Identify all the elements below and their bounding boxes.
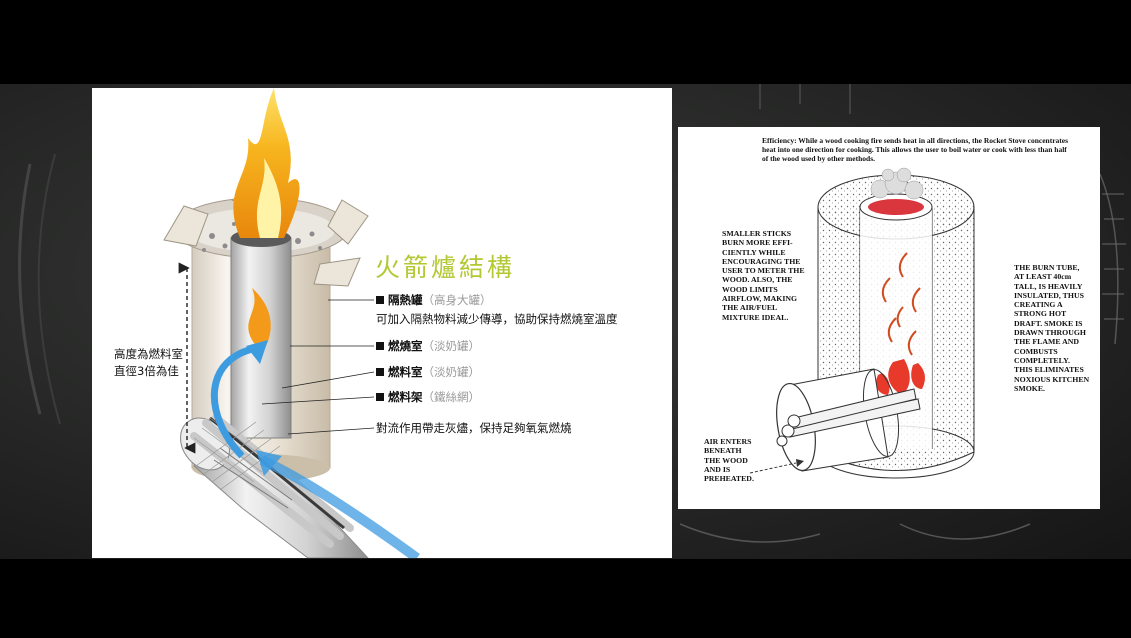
smaller-sticks-note: SMALLER STICKS BURN MORE EFFI- CIENTLY W… — [722, 229, 805, 322]
convection-note: 對流作用帶走灰燼，保持足夠氧氣燃燒 — [376, 421, 572, 435]
note-line: AND IS — [704, 464, 731, 474]
label-note: （高身大罐） — [422, 293, 492, 307]
background-sketch — [18, 84, 1126, 543]
label-name: 燃燒室 — [388, 339, 423, 353]
diagram-title: 火箭爐結構 — [375, 253, 516, 282]
note-line: THE BURN TUBE, — [1014, 263, 1080, 272]
insulation-description: 可加入隔熱物料減少傳導，協助保持燃燒室溫度 — [376, 312, 618, 326]
note-line: USER TO METER THE — [722, 266, 805, 276]
stove-cutaway-illustration — [163, 88, 420, 558]
note-line: DRAFT. SMOKE IS — [1014, 318, 1083, 328]
note-line: AIRFLOW, MAKING — [722, 294, 798, 304]
note-line: CREATING A — [1014, 300, 1063, 310]
air-enters-note: AIR ENTERS BENEATH THE WOOD AND IS PREHE… — [704, 437, 754, 483]
note-line: AT LEAST 40cm — [1014, 272, 1072, 282]
note-line: THE AIR/FUEL — [722, 303, 778, 313]
note-line: WOOD LIMITS — [722, 284, 778, 294]
note-line: SMOKE. — [1014, 383, 1045, 393]
note-line: CIENTLY WHILE — [722, 247, 786, 257]
label-note: （淡奶罐） — [422, 365, 481, 379]
note-line: BENEATH — [704, 446, 742, 456]
bullet-square-icon — [376, 368, 384, 376]
rocket-stove-diagram-zh: 火箭爐結構 隔熱罐（高身大罐） 可加入隔熱物料減少傳導，協助保持燃燒室溫度 燃燒… — [92, 88, 672, 558]
label-note: （鐵絲網） — [422, 390, 481, 404]
note-line: BURN MORE EFFI- — [722, 238, 793, 248]
label-fuel-chamber: 燃料室（淡奶罐） — [376, 364, 480, 380]
note-line: TALL, IS HEAVILY — [1014, 281, 1083, 291]
efficiency-note: Efficiency: While a wood cooking fire se… — [762, 136, 1069, 163]
note-line: SMALLER STICKS — [722, 229, 792, 238]
note-line: ENCOURAGING THE — [722, 256, 801, 266]
note-line: THE WOOD — [704, 455, 748, 465]
label-name: 燃料架 — [388, 390, 423, 404]
note-line: INSULATED, THUS — [1014, 290, 1084, 300]
label-name: 燃料室 — [388, 365, 423, 379]
note-line: STRONG HOT — [1014, 309, 1067, 319]
label-note: （淡奶罐） — [422, 339, 481, 353]
note-line: THE FLAME AND — [1014, 337, 1079, 347]
label-fuel-rack: 燃料架（鐵絲網） — [376, 389, 480, 405]
burn-tube-note: THE BURN TUBE, AT LEAST 40cm TALL, IS HE… — [1014, 263, 1089, 393]
stove-sketch-illustration — [749, 167, 975, 479]
label-name: 隔熱罐 — [388, 293, 423, 307]
note-line: THIS ELIMINATES — [1014, 365, 1084, 375]
bullet-square-icon — [376, 342, 384, 350]
rocket-stove-diagram-en: Efficiency: While a wood cooking fire se… — [678, 127, 1100, 509]
note-line: COMBUSTS — [1014, 346, 1058, 356]
note-line: COMPLETELY. — [1014, 355, 1070, 365]
height-note-line: 高度為燃料室 — [114, 347, 183, 361]
note-line: PREHEATED. — [704, 474, 754, 484]
note-line: NOXIOUS KITCHEN — [1014, 374, 1090, 384]
label-insulation-can: 隔熱罐（高身大罐） — [376, 292, 492, 308]
note-line: DRAWN THROUGH — [1014, 328, 1086, 338]
bullet-square-icon — [376, 296, 384, 304]
bullet-square-icon — [376, 393, 384, 401]
note-line: WOOD. ALSO, THE — [722, 275, 793, 285]
height-note: 高度為燃料室 直徑3倍為佳 — [114, 346, 183, 380]
height-note-line: 直徑3倍為佳 — [114, 364, 179, 378]
label-combustion-chamber: 燃燒室（淡奶罐） — [376, 338, 480, 354]
note-line: MIXTURE IDEAL. — [722, 312, 789, 322]
note-line: AIR ENTERS — [704, 437, 752, 446]
